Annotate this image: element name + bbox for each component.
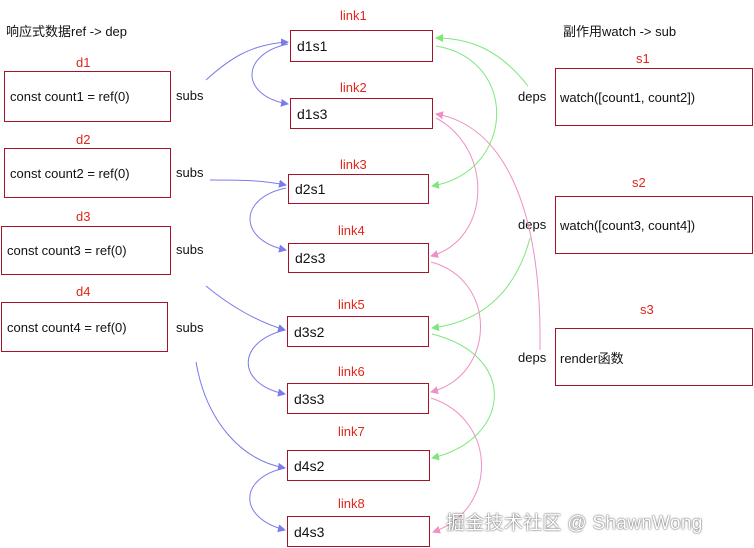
arrow-link1-to-link2 (251, 43, 289, 107)
sub-box-s2: watch([count3, count4]) (555, 196, 753, 254)
link-label-5: link5 (338, 297, 365, 312)
watermark: 掘金技术社区 @ ShawnWong (446, 513, 703, 534)
arrow-s1-to-link1 (435, 34, 529, 87)
arrow-link5-to-link7 (431, 333, 495, 461)
link-text-3: d2s1 (295, 181, 326, 197)
link-text-2: d1s3 (297, 105, 328, 122)
subs-label-d2: subs (176, 165, 204, 180)
subs-label-d4: subs (176, 320, 204, 335)
dep-label-d3: d3 (76, 209, 91, 224)
sub-code-s3: render函数 (560, 350, 624, 366)
sub-code-s1: watch([count1, count2]) (560, 89, 696, 105)
dep-code-d1: const count1 = ref(0) (10, 89, 130, 104)
link-text-1: d1s1 (297, 38, 328, 54)
sub-label-s2: s2 (632, 175, 646, 190)
link-box-5: d3s2 (287, 316, 429, 347)
link-box-3: d2s1 (288, 174, 429, 204)
link-box-2: d1s3 (290, 98, 433, 129)
link-label-6: link6 (338, 364, 365, 379)
arrow-s3-to-link2 (435, 111, 541, 351)
dep-code-d4: const count4 = ref(0) (7, 319, 127, 335)
arrow-d1-to-link1 (205, 38, 289, 81)
subs-column-heading: 副作用watch -> sub (563, 24, 677, 39)
dep-code-d2: const count2 = ref(0) (10, 165, 130, 181)
link-box-8: d4s3 (287, 516, 430, 547)
arrow-link1-to-link3 (431, 45, 498, 189)
arrow-link7-to-link8 (249, 467, 286, 533)
dep-box-d4: const count4 = ref(0) (1, 302, 168, 352)
arrow-link4-to-link6 (430, 261, 481, 395)
sub-code-s2: watch([count3, count4]) (560, 217, 696, 233)
arrow-s2-to-link5 (431, 237, 531, 332)
link-text-7: d4s2 (294, 457, 325, 474)
dep-label-d4: d4 (76, 284, 91, 299)
link-box-4: d2s3 (288, 243, 429, 273)
link-text-6: d3s3 (294, 390, 325, 407)
subs-label-d3: subs (176, 242, 204, 257)
deps-column-heading: 响应式数据ref -> dep (6, 24, 128, 39)
link-text-8: d4s3 (294, 523, 325, 540)
link-text-4: d2s3 (295, 250, 326, 266)
sub-label-s1: s1 (636, 51, 650, 66)
link-box-7: d4s2 (287, 450, 430, 481)
arrow-link5-to-link6 (247, 329, 286, 397)
link-label-1: link1 (340, 8, 367, 23)
link-label-8: link8 (338, 496, 365, 511)
link-label-7: link7 (338, 424, 365, 439)
arrow-link3-to-link4 (249, 187, 287, 253)
link-text-5: d3s2 (294, 323, 325, 340)
arrow-d2-to-link3 (209, 179, 287, 188)
sub-label-s3: s3 (640, 302, 654, 317)
arrow-link2-to-link4 (430, 117, 479, 259)
dep-box-d2: const count2 = ref(0) (4, 148, 171, 198)
arrow-d4-to-link7 (195, 361, 286, 471)
dep-box-d1: const count1 = ref(0) (4, 71, 171, 122)
link-label-3: link3 (340, 157, 367, 172)
sub-box-s3: render函数 (555, 328, 753, 386)
deps-label-s2: deps (518, 217, 547, 232)
dep-box-d3: const count3 = ref(0) (1, 226, 171, 275)
deps-label-s1: deps (518, 89, 547, 104)
arrow-d3-to-link5 (205, 285, 286, 332)
sub-box-s1: watch([count1, count2]) (555, 68, 753, 126)
link-label-2: link2 (340, 80, 367, 95)
link-box-6: d3s3 (287, 383, 429, 414)
dep-label-d1: d1 (76, 55, 91, 70)
subs-label-d1: subs (176, 88, 204, 103)
link-box-1: d1s1 (290, 30, 433, 62)
deps-label-s3: deps (518, 350, 547, 365)
link-label-4: link4 (338, 223, 365, 238)
dep-label-d2: d2 (76, 132, 91, 147)
dep-code-d3: const count3 = ref(0) (7, 243, 127, 258)
